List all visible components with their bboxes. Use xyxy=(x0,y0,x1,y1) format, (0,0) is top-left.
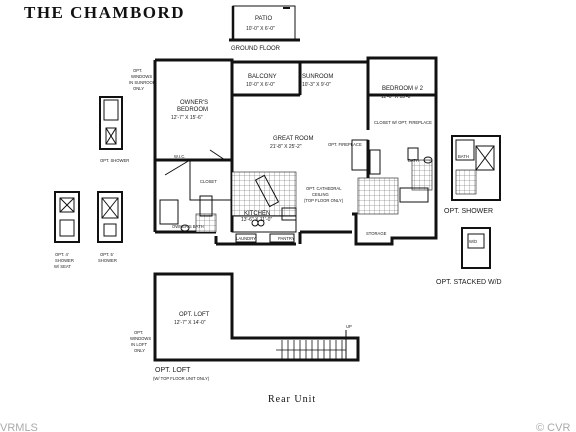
hall-floor-tile xyxy=(357,177,399,215)
owners-bath-tile xyxy=(195,213,217,233)
bath-floor-tile xyxy=(411,159,433,191)
opt-5ft-shower-inset: OPT. 5' SHOWER xyxy=(97,191,123,263)
bedroom2-label: BEDROOM # 2 xyxy=(382,86,424,92)
great-room-dimensions: 21'-8" X 25'-2" xyxy=(270,144,302,150)
opt-shower-right-inset: BATH OPT. SHOWER xyxy=(444,135,501,215)
kitchen-fixtures xyxy=(231,174,297,243)
windows-label-4: ONLY xyxy=(133,86,144,91)
vrmls-watermark: VRMLS xyxy=(0,422,38,432)
windows-label-3: IN SUNROOM xyxy=(129,80,157,85)
sunroom-dimensions: 10'-3" X 9'-0" xyxy=(302,82,331,88)
loft-windows-3: IN LOFT xyxy=(131,342,147,347)
opt-shower-label: OPT. SHOWER xyxy=(100,158,129,163)
bath-label: BATH xyxy=(408,158,419,163)
loft-windows-1: OPT. xyxy=(134,330,143,335)
loft-windows-4: ONLY xyxy=(134,348,145,353)
balcony-dimensions: 10'-0" X 6'-0" xyxy=(246,82,275,88)
loft-windows-2: WINDOWS xyxy=(130,336,151,341)
opt-shower-right-bath: BATH xyxy=(458,154,469,159)
opt-stacked-wd-unit: W/D xyxy=(469,239,477,244)
balcony-label: BALCONY xyxy=(248,74,277,80)
opt-shower-right-label: OPT. SHOWER xyxy=(444,208,493,215)
patio-label: PATIO xyxy=(255,16,272,22)
owners-bath-label: OWNER'S BATH xyxy=(172,224,204,229)
plan-title: THE CHAMBORD xyxy=(24,3,185,22)
sunroom-label: SUNROOM xyxy=(302,74,333,80)
opt-loft-caption-2: (W/ TOP FLOOR UNIT ONLY) xyxy=(153,376,210,381)
opt-4ft-shower-label-2: SHOWER xyxy=(55,258,74,263)
opt-shower-inset: OPT. SHOWER xyxy=(99,96,129,163)
opt-loft-area: UP OPT. LOFT 12'-7" X 14'-0" OPT. WINDOW… xyxy=(130,272,360,381)
opt-5ft-shower-label-2: SHOWER xyxy=(98,258,117,263)
loft-label: OPT. LOFT xyxy=(179,312,210,318)
ceiling-label-2: CEILING xyxy=(312,192,329,197)
cvr-watermark: © CVR xyxy=(536,422,570,432)
kitchen-dimensions: 13'-6" X 11'-0" xyxy=(241,217,272,223)
opt-stacked-wd-inset: W/D OPT. STACKED W/D xyxy=(436,227,502,286)
loft-dimensions: 12'-7" X 14'-0" xyxy=(174,320,206,326)
fireplace-label: OPT. FIREPLACE xyxy=(328,142,362,147)
pantry-label: PANTRY xyxy=(278,236,295,241)
kitchen-floor-tile xyxy=(231,171,297,217)
closet-label: CLOSET xyxy=(200,179,217,184)
ceiling-label-1: OPT. CATHEDRAL xyxy=(306,186,342,191)
laundry-label: LAUNDRY xyxy=(236,236,256,241)
bath2-fixtures xyxy=(351,139,433,203)
owners-bedroom-label-1: OWNER'S xyxy=(180,100,208,106)
patio-dimensions: 10'-0" X 6'-0" xyxy=(246,26,275,32)
closet-fireplace-label: CLOSET W/ OPT. FIREPLACE xyxy=(374,120,432,125)
patio-area: PATIO 10'-0" X 6'-0" GROUND FLOOR xyxy=(229,5,300,52)
storage-label: STORAGE xyxy=(366,231,387,236)
owners-bath-fixtures xyxy=(159,195,213,232)
owners-bedroom-dimensions: 12'-7" X 15'-6" xyxy=(171,115,203,121)
opt-stacked-wd-label: OPT. STACKED W/D xyxy=(436,279,502,286)
opt-4ft-shower-label-3: W/ SEAT xyxy=(54,264,71,269)
ground-floor-label: GROUND FLOOR xyxy=(231,46,281,52)
bedroom2-dimensions: 11'-0" X 13'-8" xyxy=(381,94,412,100)
opt-loft-caption: OPT. LOFT xyxy=(155,367,191,374)
wic-label: W.I.C. xyxy=(174,154,185,159)
windows-label-1: OPT. xyxy=(133,68,142,73)
opt-4ft-shower-label-1: OPT. 4' xyxy=(55,252,69,257)
great-room-label: GREAT ROOM xyxy=(273,136,313,142)
ceiling-label-3: (TOP FLOOR ONLY) xyxy=(304,198,344,203)
opt-4ft-shower-inset: OPT. 4' SHOWER W/ SEAT xyxy=(54,191,80,269)
loft-up-label: UP xyxy=(346,324,352,329)
opt-5ft-shower-label-1: OPT. 5' xyxy=(100,252,114,257)
owners-bedroom-label-2: BEDROOM xyxy=(177,107,208,113)
rear-unit-label: Rear Unit xyxy=(268,394,316,405)
windows-label-2: WINDOWS xyxy=(131,74,152,79)
kitchen-label: KITCHEN xyxy=(244,211,270,217)
